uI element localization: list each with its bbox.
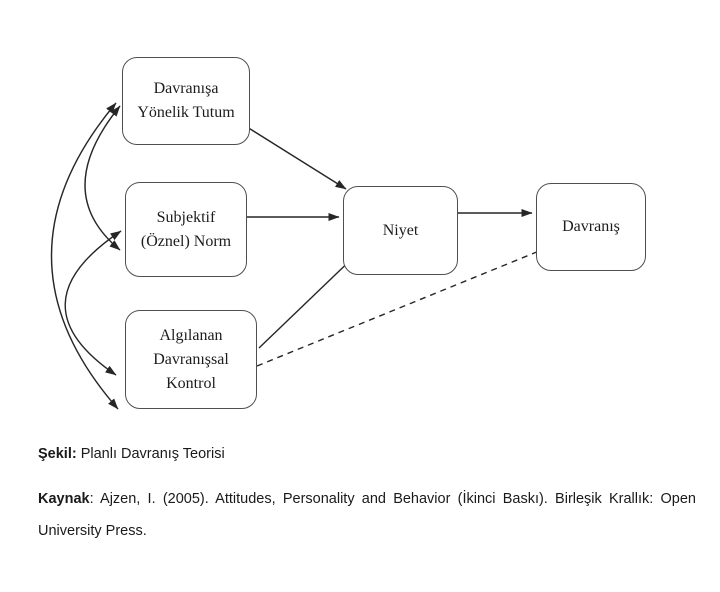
arc-tutum-norm [84, 105, 121, 251]
figure-caption: Şekil: Planlı Davranış Teorisi [38, 444, 225, 464]
source-reference: Kaynak: Ajzen, I. (2005). Attitudes, Per… [38, 483, 696, 547]
node-subjective-norm: Subjektif (Öznel) Norm [125, 182, 247, 277]
source-text: : Ajzen, I. (2005). Attitudes, Personali… [38, 491, 696, 539]
figure-caption-text: Planlı Davranış Teorisi [76, 446, 225, 462]
node-label: Davranışa Yönelik Tutum [137, 80, 235, 121]
node-label: Davranış [562, 218, 620, 235]
node-label: Algılanan Davranışsal Kontrol [153, 326, 229, 392]
figure-caption-label: Şekil: [38, 446, 77, 462]
arc-tutum-kontrol [50, 102, 119, 410]
node-behavior: Davranış [536, 183, 646, 271]
node-perceived-behavioral-control: Algılanan Davranışsal Kontrol [125, 310, 257, 409]
node-label: Niyet [382, 221, 419, 239]
source-label: Kaynak [38, 491, 90, 507]
node-attitude-toward-behavior: Davranışa Yönelik Tutum [122, 57, 250, 145]
node-intention: Niyet [343, 186, 458, 275]
arrow-tutum-to-niyet [246, 126, 347, 190]
node-label: Subjektif (Öznel) Norm [140, 208, 232, 250]
arc-norm-kontrol [64, 230, 122, 376]
